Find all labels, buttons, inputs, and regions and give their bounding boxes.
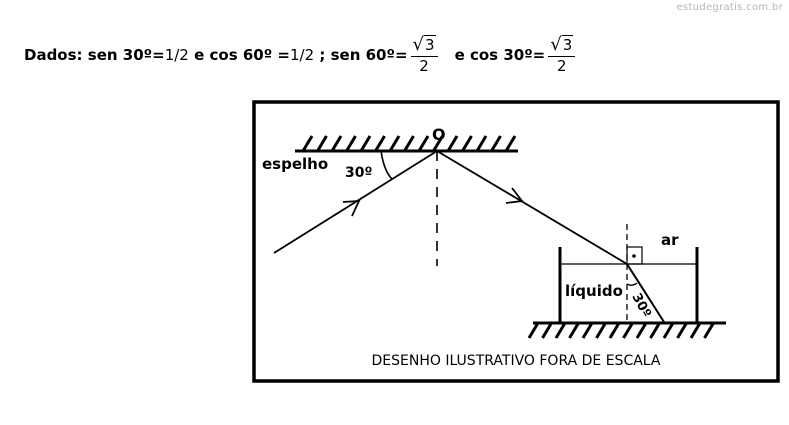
and-2: e	[454, 46, 465, 64]
right-angle-marker	[626, 246, 643, 265]
hatch-mark	[581, 322, 594, 339]
cos60-label: cos 60º	[209, 46, 273, 64]
sen60-numerator: 3	[424, 34, 436, 54]
sqrt-icon: √	[412, 33, 425, 55]
point-o-label: O	[432, 125, 446, 144]
hatch-mark	[446, 135, 459, 152]
hatch-mark	[554, 322, 567, 339]
hatch-mark	[608, 322, 621, 339]
hatch-mark	[504, 135, 517, 152]
angle-bottom-label: 30º	[628, 291, 653, 321]
incident-arrow-icon	[342, 200, 361, 217]
hatch-mark	[676, 322, 688, 339]
sen60-label: sen 60º	[330, 46, 395, 64]
mirror-label: espelho	[262, 155, 328, 173]
reflected-ray	[436, 150, 628, 265]
air-label: ar	[661, 231, 679, 249]
sen60-denominator: 2	[419, 57, 429, 76]
dados-prefix: Dados:	[24, 46, 83, 64]
hatch-mark	[359, 135, 372, 152]
mirror	[295, 135, 518, 153]
given-data-line: Dados: sen 30º=1/2 e cos 60º =1/2 ; sen …	[24, 34, 578, 76]
floor	[527, 321, 726, 339]
watermark: estudegratis.com.br	[676, 2, 783, 13]
hatch-mark	[374, 135, 386, 152]
hatch-mark	[689, 322, 702, 339]
angle-arc-bottom	[626, 282, 638, 286]
hatch-mark	[316, 135, 328, 152]
hatch-mark	[662, 322, 675, 339]
hatch-mark	[417, 135, 430, 152]
diagram-caption: DESENHO ILUSTRATIVO FORA DE ESCALA	[372, 353, 661, 369]
sen30-label: sen 30º	[87, 46, 153, 64]
hatch-mark	[635, 322, 648, 339]
hatch-mark	[527, 322, 540, 339]
hatch-mark	[345, 135, 357, 152]
hatch-mark	[301, 135, 314, 152]
hatch-mark	[649, 322, 661, 339]
hatch-mark	[461, 135, 473, 152]
hatch-mark	[388, 135, 401, 152]
hatch-mark	[475, 135, 488, 152]
hatch-mark	[541, 322, 553, 339]
hatch-mark	[432, 135, 444, 152]
angle-arc-top	[380, 150, 393, 180]
hatch-mark	[568, 322, 580, 339]
right-angle-dot	[632, 254, 636, 258]
cos30-numerator: 3	[561, 34, 574, 54]
hatch-mark	[330, 135, 343, 152]
hatch-mark	[595, 322, 607, 339]
liquid-label: líquido	[565, 282, 623, 300]
separator: ;	[319, 46, 326, 64]
fraction-bar	[410, 55, 438, 58]
mirror-hatching	[301, 135, 517, 152]
floor-hatching	[527, 322, 715, 339]
diagram-frame	[252, 100, 780, 383]
hatch-mark	[622, 322, 634, 339]
cos30-denominator: 2	[556, 57, 567, 76]
angle-top-label: 30º	[345, 165, 372, 181]
refracted-ray	[626, 263, 665, 323]
fraction-bar	[548, 55, 576, 58]
sen30-value: 1/2	[164, 46, 189, 64]
hatch-mark	[403, 135, 415, 152]
cos30-fraction: √3 2	[548, 33, 576, 76]
cos60-value: 1/2	[290, 46, 315, 64]
sqrt-icon: √	[550, 33, 562, 55]
hatch-mark	[703, 322, 715, 339]
sen60-fraction: √3 2	[410, 33, 438, 76]
and-1: e	[194, 46, 205, 64]
cos30-label: cos 30º	[469, 46, 533, 64]
reflected-arrow-icon	[505, 187, 524, 204]
hatch-mark	[490, 135, 502, 152]
